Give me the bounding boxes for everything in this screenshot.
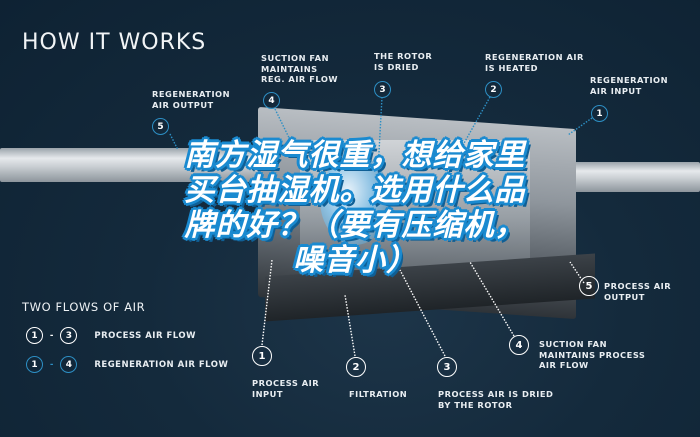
callout-marker-4-process: 4	[509, 335, 529, 355]
callout-marker-3-process: 3	[437, 357, 457, 377]
legend-dash: -	[50, 330, 54, 341]
left-duct-pipe	[0, 148, 270, 182]
legend-dash: -	[50, 359, 54, 370]
legend-marker-from: 1	[26, 327, 43, 344]
callout-number: 4	[515, 339, 523, 351]
legend-number: 4	[65, 359, 72, 370]
right-duct-pipe	[560, 162, 700, 192]
callout-number: 4	[268, 95, 275, 106]
callout-marker-1-regeneration: 1	[591, 105, 608, 122]
legend-label: REGENERATION AIR FLOW	[94, 359, 229, 370]
legend-number: 1	[31, 359, 38, 370]
callout-label-suction-fan-reg: SUCTION FAN MAINTAINS REG. AIR FLOW	[261, 53, 339, 84]
callout-marker-3-regeneration: 3	[374, 81, 391, 98]
callout-marker-1-process: 1	[252, 346, 272, 366]
callout-marker-5-regeneration: 5	[152, 118, 169, 135]
legend-number: 3	[65, 330, 72, 341]
callout-number: 3	[443, 361, 451, 373]
legend-title: TWO FLOWS OF AIR	[22, 300, 146, 314]
page-title: HOW IT WORKS	[22, 30, 207, 55]
callout-number: 3	[379, 84, 386, 95]
callout-label-regeneration-air-input: REGENERATION AIR INPUT	[590, 75, 669, 96]
callout-marker-5-process: 5	[579, 276, 599, 296]
legend-number: 1	[31, 330, 38, 341]
legend-row-process-air-flow: 1 - 3 PROCESS AIR FLOW	[26, 327, 196, 344]
callout-label-process-air-dried: PROCESS AIR IS DRIED BY THE ROTOR	[438, 389, 554, 410]
callout-label-filtration: FILTRATION	[349, 389, 408, 399]
callout-label-process-air-input: PROCESS AIR INPUT	[252, 378, 320, 399]
callout-marker-2-regeneration: 2	[485, 81, 502, 98]
callout-label-regeneration-air-output: REGENERATION AIR OUTPUT	[152, 89, 231, 110]
callout-label-regeneration-heated: REGENERATION AIR IS HEATED	[485, 52, 584, 73]
legend-marker-to: 4	[60, 356, 78, 373]
callout-label-suction-fan-process: SUCTION FAN MAINTAINS PROCESS AIR FLOW	[539, 339, 646, 370]
callout-number: 1	[258, 350, 266, 362]
callout-number: 2	[490, 84, 497, 95]
callout-label-process-air-output: PROCESS AIR OUTPUT	[604, 281, 672, 302]
callout-label-rotor-dried: THE ROTOR IS DRIED	[374, 51, 433, 72]
headline-line-3: 牌的好？（要有压缩机，	[184, 208, 526, 243]
callout-number: 1	[596, 108, 603, 119]
callout-marker-4-regeneration: 4	[263, 92, 280, 109]
headline-line-4: 噪音小）	[293, 243, 417, 278]
legend-label: PROCESS AIR FLOW	[94, 330, 196, 341]
headline-overlay: 南方湿气很重，想给家里 买台抽湿机。选用什么品 牌的好？（要有压缩机， 噪音小）	[115, 138, 595, 278]
callout-number: 2	[352, 361, 360, 373]
callout-number: 5	[585, 280, 593, 292]
legend-marker-from: 1	[26, 356, 43, 373]
legend-marker-to: 3	[60, 327, 78, 344]
headline-line-1: 南方湿气很重，想给家里	[184, 138, 526, 173]
legend-row-regeneration-air-flow: 1 - 4 REGENERATION AIR FLOW	[26, 356, 228, 373]
headline-line-2: 买台抽湿机。选用什么品	[184, 173, 526, 208]
callout-number: 5	[157, 121, 164, 132]
callout-marker-2-process: 2	[346, 357, 366, 377]
